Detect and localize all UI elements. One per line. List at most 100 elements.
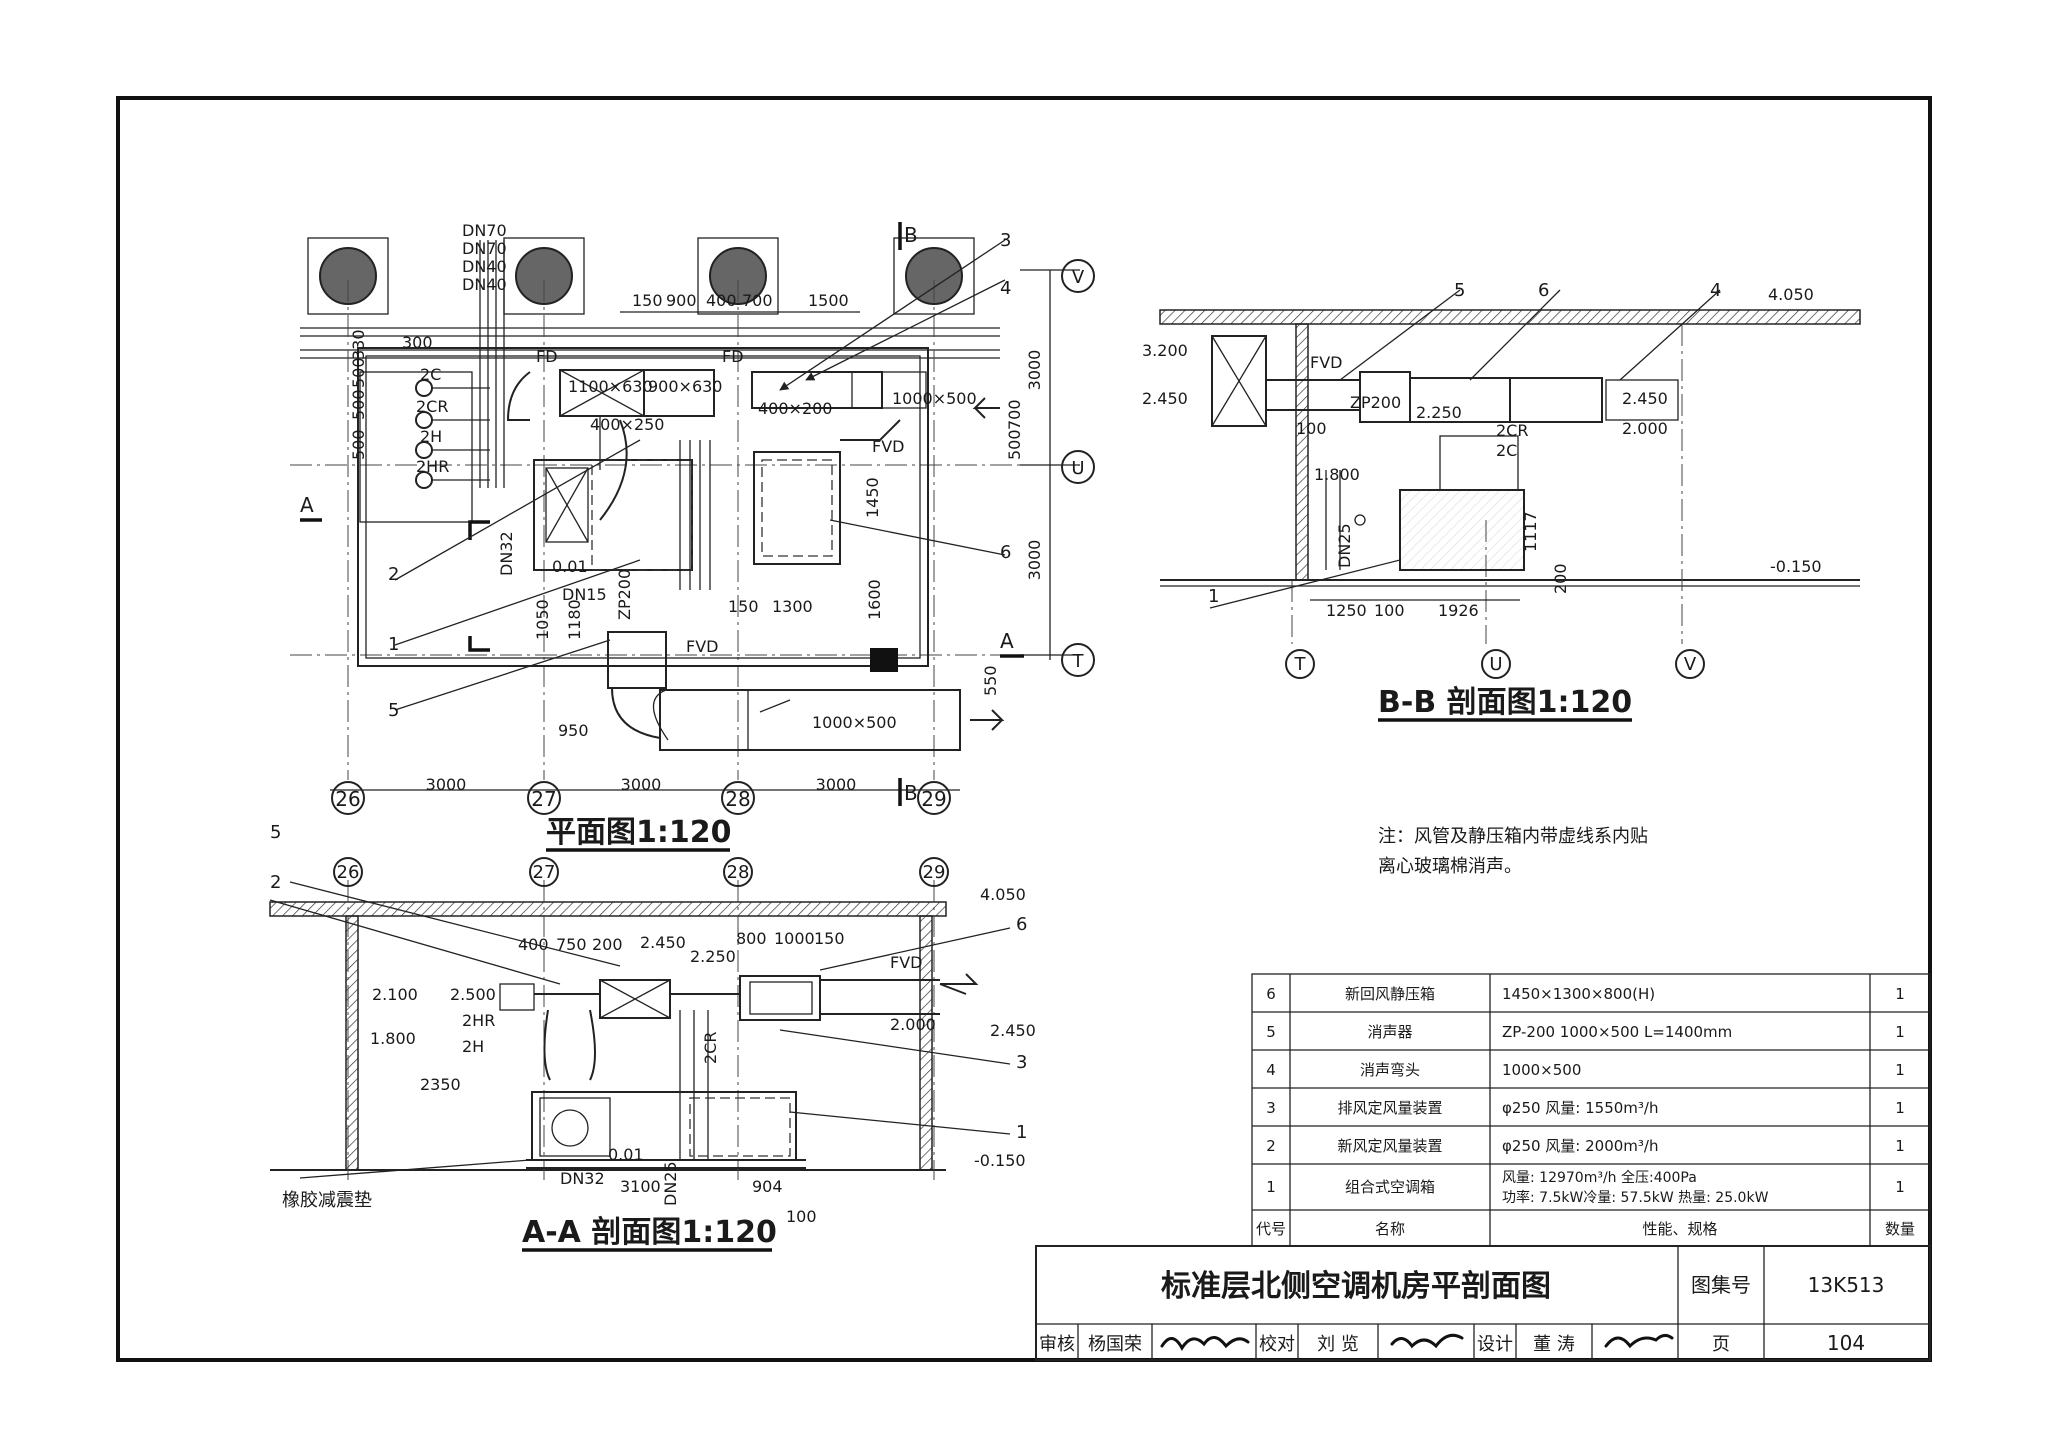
aa-dn25: DN25 [661, 1161, 680, 1206]
row-2-qty: 1 [1895, 1137, 1905, 1155]
plan-axis-29: 29 [921, 787, 946, 811]
plan-axis-t: T [1072, 651, 1085, 672]
note-line-1: 注：风管及静压箱内带虚线系内贴 [1378, 826, 1648, 847]
table-header: 代号 名称 性能、规格 数量 [1256, 1220, 1915, 1238]
duct-400x250: 400×250 [590, 415, 664, 434]
pipe-2hr: 2HR [416, 457, 449, 476]
checker-signature [1390, 1333, 1464, 1349]
table-row: 5 消声器 ZP-200 1000×500 L=1400mm 1 [1266, 1023, 1905, 1041]
plan-span-1: 3000 [426, 775, 467, 794]
pipe-dn40-2: DN40 [462, 275, 507, 294]
check-label: 校对 [1259, 1334, 1295, 1355]
aa-callout-2: 2 [270, 872, 281, 893]
aa-axis-26: 26 [337, 862, 360, 883]
row-1-name: 组合式空调箱 [1345, 1178, 1435, 1196]
designer-name: 董 涛 [1533, 1334, 1575, 1355]
row-4-qty: 1 [1895, 1061, 1905, 1079]
aa-title: A-A 剖面图1:120 [522, 1215, 777, 1250]
section-a-left: A [300, 493, 314, 517]
row-5-name: 消声器 [1367, 1023, 1412, 1041]
aa-callout-1: 1 [1016, 1122, 1027, 1143]
bb-fvd: FVD [1310, 353, 1342, 372]
col-header-no: 代号 [1256, 1220, 1286, 1238]
aa-2cr: 2CR [701, 1032, 720, 1064]
aa-elev-4050: 4.050 [980, 885, 1026, 904]
dim-1600: 1600 [865, 579, 884, 620]
reviewer-name: 杨国荣 [1088, 1334, 1142, 1355]
aa-dim-2350: 2350 [420, 1075, 461, 1094]
table-row: 1 组合式空调箱 风量: 12970m³/h 全压:400Pa 功率: 7.5k… [1266, 1169, 1905, 1206]
duct-1000x500-bottom: 1000×500 [812, 713, 897, 732]
dim-700: 700 [742, 291, 773, 310]
table-row: 4 消声弯头 1000×500 1 [1266, 1061, 1905, 1079]
row-6-spec: 1450×1300×800(H) [1502, 985, 1655, 1003]
review-label: 审核 [1039, 1334, 1075, 1355]
fvd-label-1: FVD [872, 437, 904, 456]
bb-elev-1800: 1.800 [1314, 465, 1360, 484]
row-6-qty: 1 [1895, 985, 1905, 1003]
row-3-no: 3 [1266, 1099, 1276, 1117]
pipe-2c: 2C [420, 365, 441, 384]
note-line-2: 离心玻璃棉消声。 [1378, 856, 1522, 877]
bb-callout-1: 1 [1208, 586, 1219, 607]
pipe-2h: 2H [420, 427, 442, 446]
pipe-dn40-1: DN40 [462, 257, 507, 276]
aa-rubber-pad: 橡胶减震垫 [282, 1190, 372, 1211]
dim-1300: 1300 [772, 597, 813, 616]
bb-elev-2450-left: 2.450 [1142, 389, 1188, 408]
aa-dim-200: 200 [592, 935, 623, 954]
equipment-table [1251, 973, 1931, 1247]
aa-axis-29: 29 [923, 862, 946, 883]
outdoor-units [307, 237, 975, 315]
plan-axis-26: 26 [335, 787, 360, 811]
bb-axis-v: V [1684, 654, 1697, 675]
bb-axis-u: U [1489, 654, 1502, 675]
bb-elev-minus0150: -0.150 [1770, 557, 1822, 576]
plan-vspan-1: 3000 [1025, 350, 1044, 391]
bb-callout-4: 4 [1710, 280, 1721, 301]
table-row: 3 排风定风量装置 φ250 风量: 1550m³/h 1 [1266, 1099, 1905, 1117]
elev-001-label: 0.01 [552, 557, 588, 576]
dim-900: 900 [666, 291, 697, 310]
sheet-border [116, 96, 1932, 1362]
row-2-no: 2 [1266, 1137, 1276, 1155]
dim-700b: 700 [1005, 399, 1024, 430]
row-1-qty: 1 [1895, 1178, 1905, 1196]
col-header-name: 名称 [1375, 1220, 1405, 1238]
fd-label-2: FD [722, 347, 744, 366]
bb-elev-2000: 2.000 [1622, 419, 1668, 438]
row-4-no: 4 [1266, 1061, 1276, 1079]
aa-elev-minus0150: -0.150 [974, 1151, 1026, 1170]
fvd-label-2: FVD [686, 637, 718, 656]
dim-500-1: 500 [349, 429, 368, 460]
designer-signature [1604, 1333, 1674, 1349]
aa-callout-6: 6 [1016, 914, 1027, 935]
atlas-number: 13K513 [1808, 1273, 1885, 1297]
pipe-dn70-1: DN70 [462, 221, 507, 240]
page-label: 页 [1712, 1334, 1730, 1355]
dim-500-3: 500 [349, 357, 368, 388]
drawing-title: 标准层北侧空调机房平剖面图 [1161, 1269, 1551, 1304]
bb-elev-4050: 4.050 [1768, 285, 1814, 304]
aa-dim-400: 400 [518, 935, 549, 954]
fd-label-1: FD [536, 347, 558, 366]
col-header-qty: 数量 [1885, 1220, 1915, 1238]
aa-labels: 26 27 28 29 4.050 2.450 2.250 2.100 2.50… [270, 822, 1036, 1226]
aa-dim-3100: 3100 [620, 1177, 661, 1196]
aa-axis-28: 28 [727, 862, 750, 883]
bb-dim-100b: 100 [1296, 419, 1327, 438]
aa-elev-2250: 2.250 [690, 947, 736, 966]
row-1-spec: 风量: 12970m³/h 全压:400Pa [1502, 1169, 1697, 1186]
row-5-spec: ZP-200 1000×500 L=1400mm [1502, 1023, 1732, 1041]
aa-dn32: DN32 [560, 1169, 605, 1188]
title-block [1035, 1245, 1931, 1361]
callout-5: 5 [388, 700, 399, 721]
row-6-no: 6 [1266, 985, 1276, 1003]
table-rows: 6 新回风静压箱 1450×1300×800(H) 1 5 消声器 ZP-200… [1256, 985, 1915, 1238]
section-a-right: A [1000, 629, 1014, 653]
bb-dn25: DN25 [1335, 523, 1354, 568]
aa-2hr: 2HR [462, 1011, 495, 1030]
dim-1180: 1180 [565, 599, 584, 640]
bb-dim-100: 100 [1374, 601, 1405, 620]
